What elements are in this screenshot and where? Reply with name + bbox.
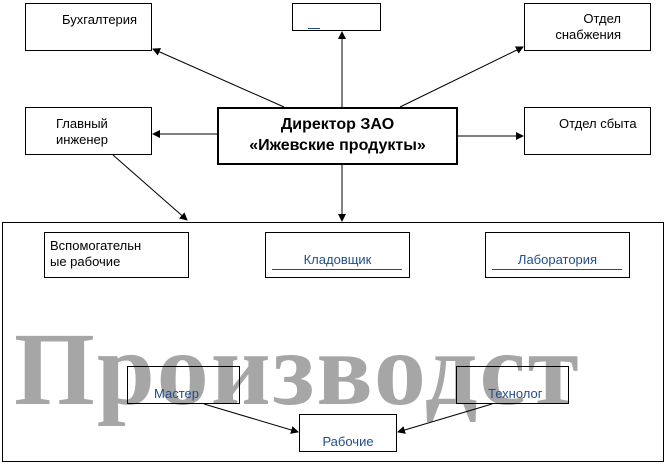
- production-watermark: Производст: [14, 312, 581, 427]
- master-box: [127, 366, 240, 404]
- director-box: [217, 107, 458, 165]
- sales-box: [524, 107, 651, 155]
- top-center-underline: [308, 28, 320, 29]
- technologist-label: Технолог: [488, 386, 543, 401]
- auxiliary-workers-label: Вспомогательн ые рабочие: [50, 238, 142, 269]
- top-center-box: [292, 3, 381, 31]
- sales-label: Отдел сбыта: [559, 116, 637, 131]
- laboratory-label: Лаборатория: [517, 252, 598, 267]
- production-area: [2, 222, 664, 462]
- auxiliary-workers-box: [44, 232, 189, 278]
- storekeeper-box: [265, 232, 410, 278]
- laboratory-box: [485, 232, 630, 278]
- workers-box: [299, 414, 397, 452]
- arrow-to-accounting: [152, 48, 285, 108]
- arrow-master-to-workers: [203, 403, 299, 434]
- arrow-to-supply: [399, 46, 524, 108]
- storekeeper-underline: [272, 269, 402, 270]
- chief-engineer-label: Главный инженер: [56, 116, 109, 147]
- laboratory-underline: [492, 269, 622, 270]
- supply-label: Отдел снабжения: [555, 11, 621, 42]
- director-line1: Директор ЗАО: [280, 116, 395, 133]
- arrow-technologist-to-workers: [397, 403, 493, 434]
- arrow-engineer-to-production: [112, 154, 188, 221]
- director-line2: «Ижевские продукты»: [249, 137, 426, 154]
- master-label: Мастер: [154, 386, 199, 401]
- accounting-label: Бухгалтерия: [62, 12, 138, 27]
- workers-label: Рабочие: [322, 434, 374, 449]
- accounting-box: [25, 3, 152, 51]
- chief-engineer-box: [25, 107, 152, 155]
- storekeeper-label: Кладовщик: [303, 252, 372, 267]
- supply-box: [524, 3, 651, 51]
- technologist-box: [456, 366, 569, 404]
